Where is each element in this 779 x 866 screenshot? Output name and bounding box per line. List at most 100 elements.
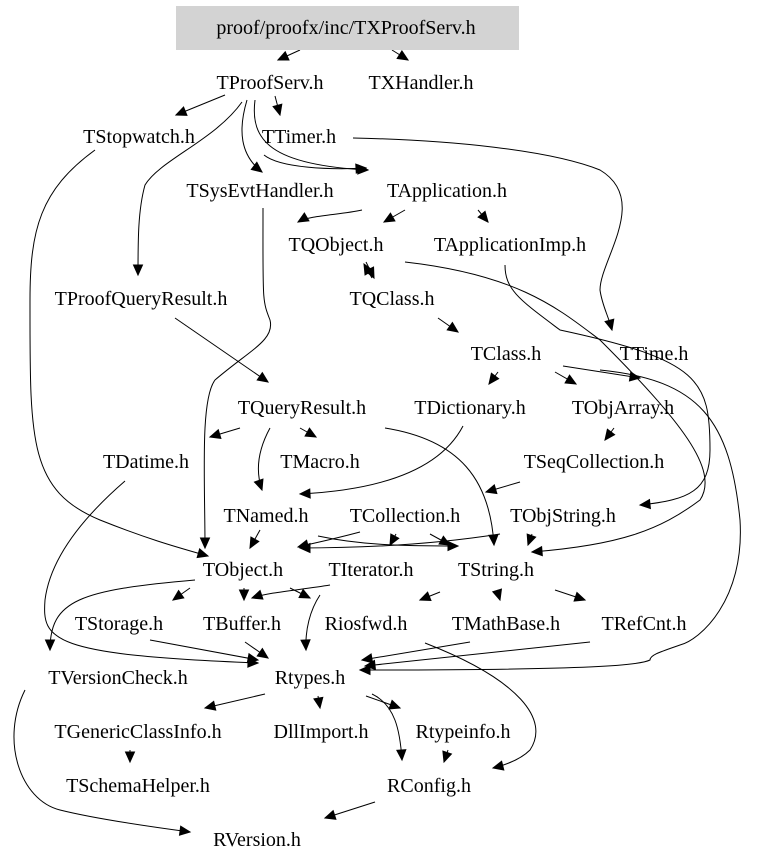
edge-txproofserv-txhandler-arrowhead (396, 49, 410, 61)
edges (13, 49, 741, 836)
edge-tstorage-rtypes (149, 639, 259, 661)
node-tobject-h[interactable]: TObject.h (203, 559, 283, 581)
edge-ttimer-tapplication (263, 154, 367, 170)
edge-ttimer-ttime (352, 137, 623, 331)
node-tqclass-h[interactable]: TQClass.h (350, 288, 435, 310)
edge-tclass-ttime (562, 365, 641, 379)
edge-tproofserv-tstopwatch-arrowhead (174, 106, 188, 116)
node-trefcnt-h[interactable]: TRefCnt.h (602, 613, 687, 635)
edge-tproofserv-tsysevthandler (241, 99, 263, 173)
edge-tcollection-titerator-arrowhead (389, 533, 400, 547)
edge-tdatime-tversioncheck (44, 480, 259, 664)
node-titerator-h[interactable]: TIterator.h (329, 559, 414, 581)
edge-tproofqueryresult-tqueryresult (174, 317, 269, 383)
edge-tstorage-rtypes-arrowhead (246, 652, 260, 664)
edge-tobjstring-tstring-arrowhead (526, 533, 537, 547)
edge-tapplication-tapplicationimp-arrowhead (477, 210, 489, 223)
edge-tapplicationimp-tobjstring-arrowhead (638, 498, 651, 510)
node-tdictionary-h[interactable]: TDictionary.h (414, 397, 525, 419)
node-dllimport-h[interactable]: DllImport.h (274, 721, 369, 743)
edge-tapplication-tqobject2-arrowhead (382, 212, 396, 223)
edge-tbuffer-rtypes-arrowhead (256, 647, 270, 659)
edge-riosfwd-rconfig (424, 642, 537, 769)
node-tsysevthandler-h[interactable]: TSysEvtHandler.h (186, 180, 333, 202)
edge-trefcnt-rtypes-arrowhead (363, 659, 377, 671)
edge-tobjstring-tobject-arrowhead (298, 542, 311, 554)
node-tmacro-h[interactable]: TMacro.h (280, 451, 359, 473)
edge-trefcnt-rtypes (364, 641, 591, 667)
edge-tobject-tversioncheck (49, 579, 196, 651)
edge-tclass-tstring2 (359, 369, 741, 671)
edge-tproofserv-tapplication (253, 99, 369, 171)
node-tqobject-h[interactable]: TQObject.h (289, 234, 384, 256)
node-tstring-h[interactable]: TString.h (458, 559, 534, 581)
edge-tqueryresult-tmacro-arrowhead (304, 427, 318, 438)
edge-tproofserv-ttimer-arrowhead (272, 103, 283, 117)
node-tdatime-h[interactable]: TDatime.h (103, 451, 189, 473)
edge-tobject-riosfwd-arrowhead (298, 588, 312, 599)
edge-tclass-tstring2-arrowhead (358, 664, 371, 676)
edge-tnamed-tobject-arrowhead (249, 536, 260, 550)
node-tqueryresult-h[interactable]: TQueryResult.h (238, 397, 366, 419)
edge-tobject-rtypes-arrowhead (300, 639, 311, 652)
node-tschemahelper-h[interactable]: TSchemaHelper.h (66, 775, 210, 797)
edge-tmathbase-rtypes (361, 641, 471, 661)
node-tobjarray-h[interactable]: TObjArray.h (572, 397, 674, 419)
edge-tstopwatch-tobject (29, 149, 209, 557)
node-ttime-h[interactable]: TTime.h (620, 343, 689, 365)
node-txhandler-h[interactable]: TXHandler.h (369, 72, 474, 94)
edge-ttimer-tapplication-arrowhead (355, 163, 368, 174)
edge-tproofqueryresult-tqueryresult-arrowhead (256, 371, 270, 383)
edge-txproofserv-tproofserv-arrowhead (276, 50, 290, 61)
node-txproofserv-h[interactable]: proof/proofx/inc/TXProofServ.h (216, 17, 475, 39)
node-tclass-h[interactable]: TClass.h (471, 343, 542, 365)
node-rtypeinfo-h[interactable]: Rtypeinfo.h (416, 721, 511, 743)
edge-tgenericclassinfo-tschemahelper-arrowhead (124, 751, 136, 764)
node-tversioncheck-h[interactable]: TVersionCheck.h (48, 667, 187, 689)
edge-tapplicationimp-tobjstring (504, 264, 711, 506)
edge-riosfwd-rconfig-arrowhead (491, 760, 505, 771)
edge-tobjarray-tseqcollection-arrowhead (604, 428, 616, 441)
node-tproofqueryresult-h[interactable]: TProofQueryResult.h (55, 288, 228, 310)
edge-tqueryresult-tnamed-arrowhead (253, 478, 264, 492)
edge-titerator-tbuffer-arrowhead (250, 589, 264, 600)
node-tproofserv-h[interactable]: TProofServ.h (216, 72, 323, 94)
edge-tqclass-tqobject-arrowhead (363, 262, 374, 276)
node-rtypes-h[interactable]: Rtypes.h (275, 667, 346, 689)
node-riosfwd-h[interactable]: Riosfwd.h (325, 613, 408, 635)
node-tapplicationimp-h[interactable]: TApplicationImp.h (434, 234, 586, 256)
edge-tmathbase-rtypes-arrowhead (360, 653, 374, 664)
edge-rtypes-dllimport-arrowhead (313, 696, 324, 710)
node-rversion-h[interactable]: RVersion.h (213, 829, 301, 851)
node-tstorage-h[interactable]: TStorage.h (75, 613, 163, 635)
node-tnamed-h[interactable]: TNamed.h (224, 505, 309, 527)
node-tstopwatch-h[interactable]: TStopwatch.h (83, 126, 195, 148)
edge-tobject-tversioncheck-arrowhead (44, 639, 56, 652)
node-tcollection-h[interactable]: TCollection.h (350, 505, 461, 527)
node-tmathbase-h[interactable]: TMathBase.h (452, 613, 560, 635)
node-tobjstring-h[interactable]: TObjString.h (510, 505, 616, 527)
edge-tversioncheck-rversion (13, 689, 191, 833)
edge-tsysevthandler-tobject (203, 207, 272, 549)
edge-tobjstring-tobject (299, 533, 501, 549)
edge-tqueryresult-tstring (384, 427, 495, 546)
edge-tqobject-tstring-arrowhead (530, 545, 543, 557)
edge-tstring-tmathbase-arrowhead (491, 588, 503, 602)
edge-tsysevthandler-tobject-arrowhead (199, 537, 211, 550)
edge-tstring-trefcnt-arrowhead (573, 591, 587, 602)
root-node-background (176, 6, 519, 50)
edge-tqobject-tstring (404, 261, 706, 553)
node-ttimer-h[interactable]: TTimer.h (262, 126, 336, 148)
edge-tclass-tdictionary-arrowhead (488, 372, 500, 385)
node-tbuffer-h[interactable]: TBuffer.h (203, 613, 281, 635)
edge-rtypes-rtypeinfo-arrowhead (388, 699, 402, 710)
edge-tdictionary-tnamed-arrowhead (298, 488, 311, 499)
edge-tqueryresult-tstring-arrowhead (488, 534, 499, 547)
node-rconfig-h[interactable]: RConfig.h (387, 775, 471, 797)
edge-tproofserv-tproofqueryresult (137, 101, 243, 276)
node-tseqcollection-h[interactable]: TSeqCollection.h (524, 451, 665, 473)
node-tapplication-h[interactable]: TApplication.h (387, 180, 507, 202)
edge-tproofserv-tproofqueryresult-arrowhead (132, 264, 144, 277)
node-tgenericclassinfo-h[interactable]: TGenericClassInfo.h (54, 721, 221, 743)
